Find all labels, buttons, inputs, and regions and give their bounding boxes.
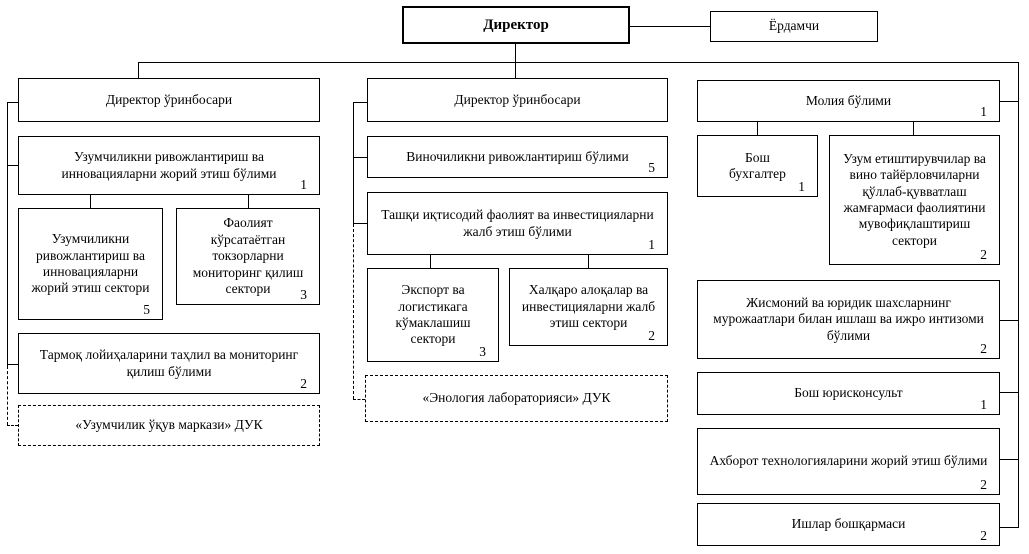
connector-stub-dept-uzum [7,165,18,166]
org-box-label: Тармоқ лойиҳаларини таҳлил ва мониторинг… [39,347,299,379]
connector-drop-sector-export [430,255,431,268]
org-box-director: Директор [402,6,630,44]
org-box-count: 2 [300,375,307,391]
org-box-sector-fond: Узум етиштирувчилар ва вино тайёрловчила… [829,135,1000,265]
org-box-label: Ташқи иқтисодий фаолият ва инвестициялар… [381,207,654,239]
org-box-count: 2 [648,327,655,343]
org-box-label: Директор ўринбосари [105,91,233,107]
connector-drop-sector-uzum [90,195,91,208]
org-box-label: «Энология лабораторияси» ДУК [422,390,611,406]
org-box-count: 2 [980,246,987,262]
connector-drop-sector-xalqaro [588,255,589,268]
connector-top-horizontal [138,62,1019,63]
org-box-count: 2 [980,340,987,356]
connector-stub-dept-tashqi [353,223,367,224]
connector-drop-sector-monitoring [248,195,249,208]
connector-mid-spine [353,102,354,224]
connector-mid-spine-dashed [353,224,354,399]
connector-left-spine-dashed [7,366,8,425]
org-box-deputy1: Директор ўринбосари [18,78,320,122]
org-box-bosh-buxgalter: Бош бухгалтер 1 [697,135,818,197]
org-box-assistant: Ёрдамчи [710,11,878,42]
org-box-label: Ахборот технологияларини жорий этиш бўли… [709,453,988,469]
org-box-label: «Узумчилик ўқув маркази» ДУК [75,417,263,433]
connector-stub-deputy1 [7,102,18,103]
connector-stub-dept-vino [353,157,367,158]
org-box-ishlar: Ишлар бошқармаси 2 [697,503,1000,546]
org-box-count: 5 [648,159,655,175]
connector-stub-dept-tarmoq [7,364,18,365]
org-box-dept-moliya: Молия бўлими 1 [697,80,1000,122]
org-box-sector-export: Экспорт ва логистикага кўмаклашиш сектор… [367,268,499,362]
connector-left-spine [7,102,8,366]
org-box-sector-monitoring: Фаолият кўрсатаётган токзорларни монитор… [176,208,320,305]
org-box-dept-axborot: Ахборот технологияларини жорий этиш бўли… [697,428,1000,495]
org-box-label: Узум етиштирувчилар ва вино тайёрловчила… [843,150,986,248]
connector-drop-left-branch [138,62,139,78]
org-box-sector-uzum: Узумчиликни ривожлантириш ва инновацияла… [18,208,163,320]
org-box-duk-uzum: «Узумчилик ўқув маркази» ДУК [18,405,320,446]
org-box-count: 3 [300,286,307,302]
org-box-bosh-yuriskonsult: Бош юрисконсульт 1 [697,372,1000,415]
connector-director-down [515,44,516,78]
org-box-dept-vino: Виночиликни ривожлантириш бўлими 5 [367,136,668,178]
connector-stub-dept-moliya [1000,101,1018,102]
org-box-label: Ёрдамчи [768,18,820,34]
org-box-label: Молия бўлими [805,92,892,108]
connector-stub-deputy2 [353,102,367,103]
org-box-duk-enologiya: «Энология лабораторияси» ДУК [365,375,668,422]
org-box-label: Экспорт ва логистикага кўмаклашиш сектор… [395,282,471,347]
connector-stub-dept-axborot [1000,459,1018,460]
org-box-label: Виночиликни ривожлантириш бўлими [406,148,629,164]
connector-stub-ishlar [1000,527,1018,528]
connector-right-spine [1018,62,1019,528]
org-box-count: 1 [980,396,987,412]
org-box-deputy2: Директор ўринбосари [367,78,668,122]
org-box-count: 2 [980,476,987,492]
org-box-count: 1 [798,178,805,194]
org-box-dept-jismoniy: Жисмоний ва юридик шахсларнинг мурожаатл… [697,280,1000,359]
org-box-label: Узумчиликни ривожлантириш ва инновацияла… [31,231,150,296]
org-box-dept-uzum: Узумчиликни ривожлантириш ва инновацияла… [18,136,320,195]
org-box-label: Бош бухгалтер [729,149,786,181]
connector-drop-sector-fond [913,122,914,135]
org-box-label: Директор ўринбосари [454,91,581,107]
org-box-count: 5 [143,301,150,317]
org-box-count: 1 [648,236,655,252]
connector-stub-duk-uzum [7,425,18,426]
org-box-count: 2 [980,527,987,543]
connector-stub-dept-jismoniy [1000,320,1018,321]
org-box-label: Бош юрисконсульт [794,385,903,401]
connector-director-assistant [630,26,710,27]
org-box-count: 1 [300,176,307,192]
org-box-label: Узумчиликни ривожлантириш ва инновацияла… [61,149,277,181]
connector-stub-bosh-yuriskonsult [1000,392,1018,393]
org-box-label: Жисмоний ва юридик шахсларнинг мурожаатл… [713,294,984,343]
org-box-dept-tarmoq: Тармоқ лойиҳаларини таҳлил ва мониторинг… [18,333,320,394]
org-box-label: Директор [483,16,549,33]
connector-drop-bosh-buxgalter [757,122,758,135]
org-box-label: Фаолият кўрсатаётган токзорларни монитор… [192,215,304,297]
org-box-dept-tashqi: Ташқи иқтисодий фаолият ва инвестициялар… [367,192,668,255]
connector-stub-duk-enologiya [353,399,365,400]
org-box-label: Халқаро алоқалар ва инвестицияларни жалб… [521,282,656,331]
org-box-count: 3 [479,343,486,359]
org-box-count: 1 [980,103,987,119]
org-box-sector-xalqaro: Халқаро алоқалар ва инвестицияларни жалб… [509,268,668,346]
org-box-label: Ишлар бошқармаси [791,516,906,532]
